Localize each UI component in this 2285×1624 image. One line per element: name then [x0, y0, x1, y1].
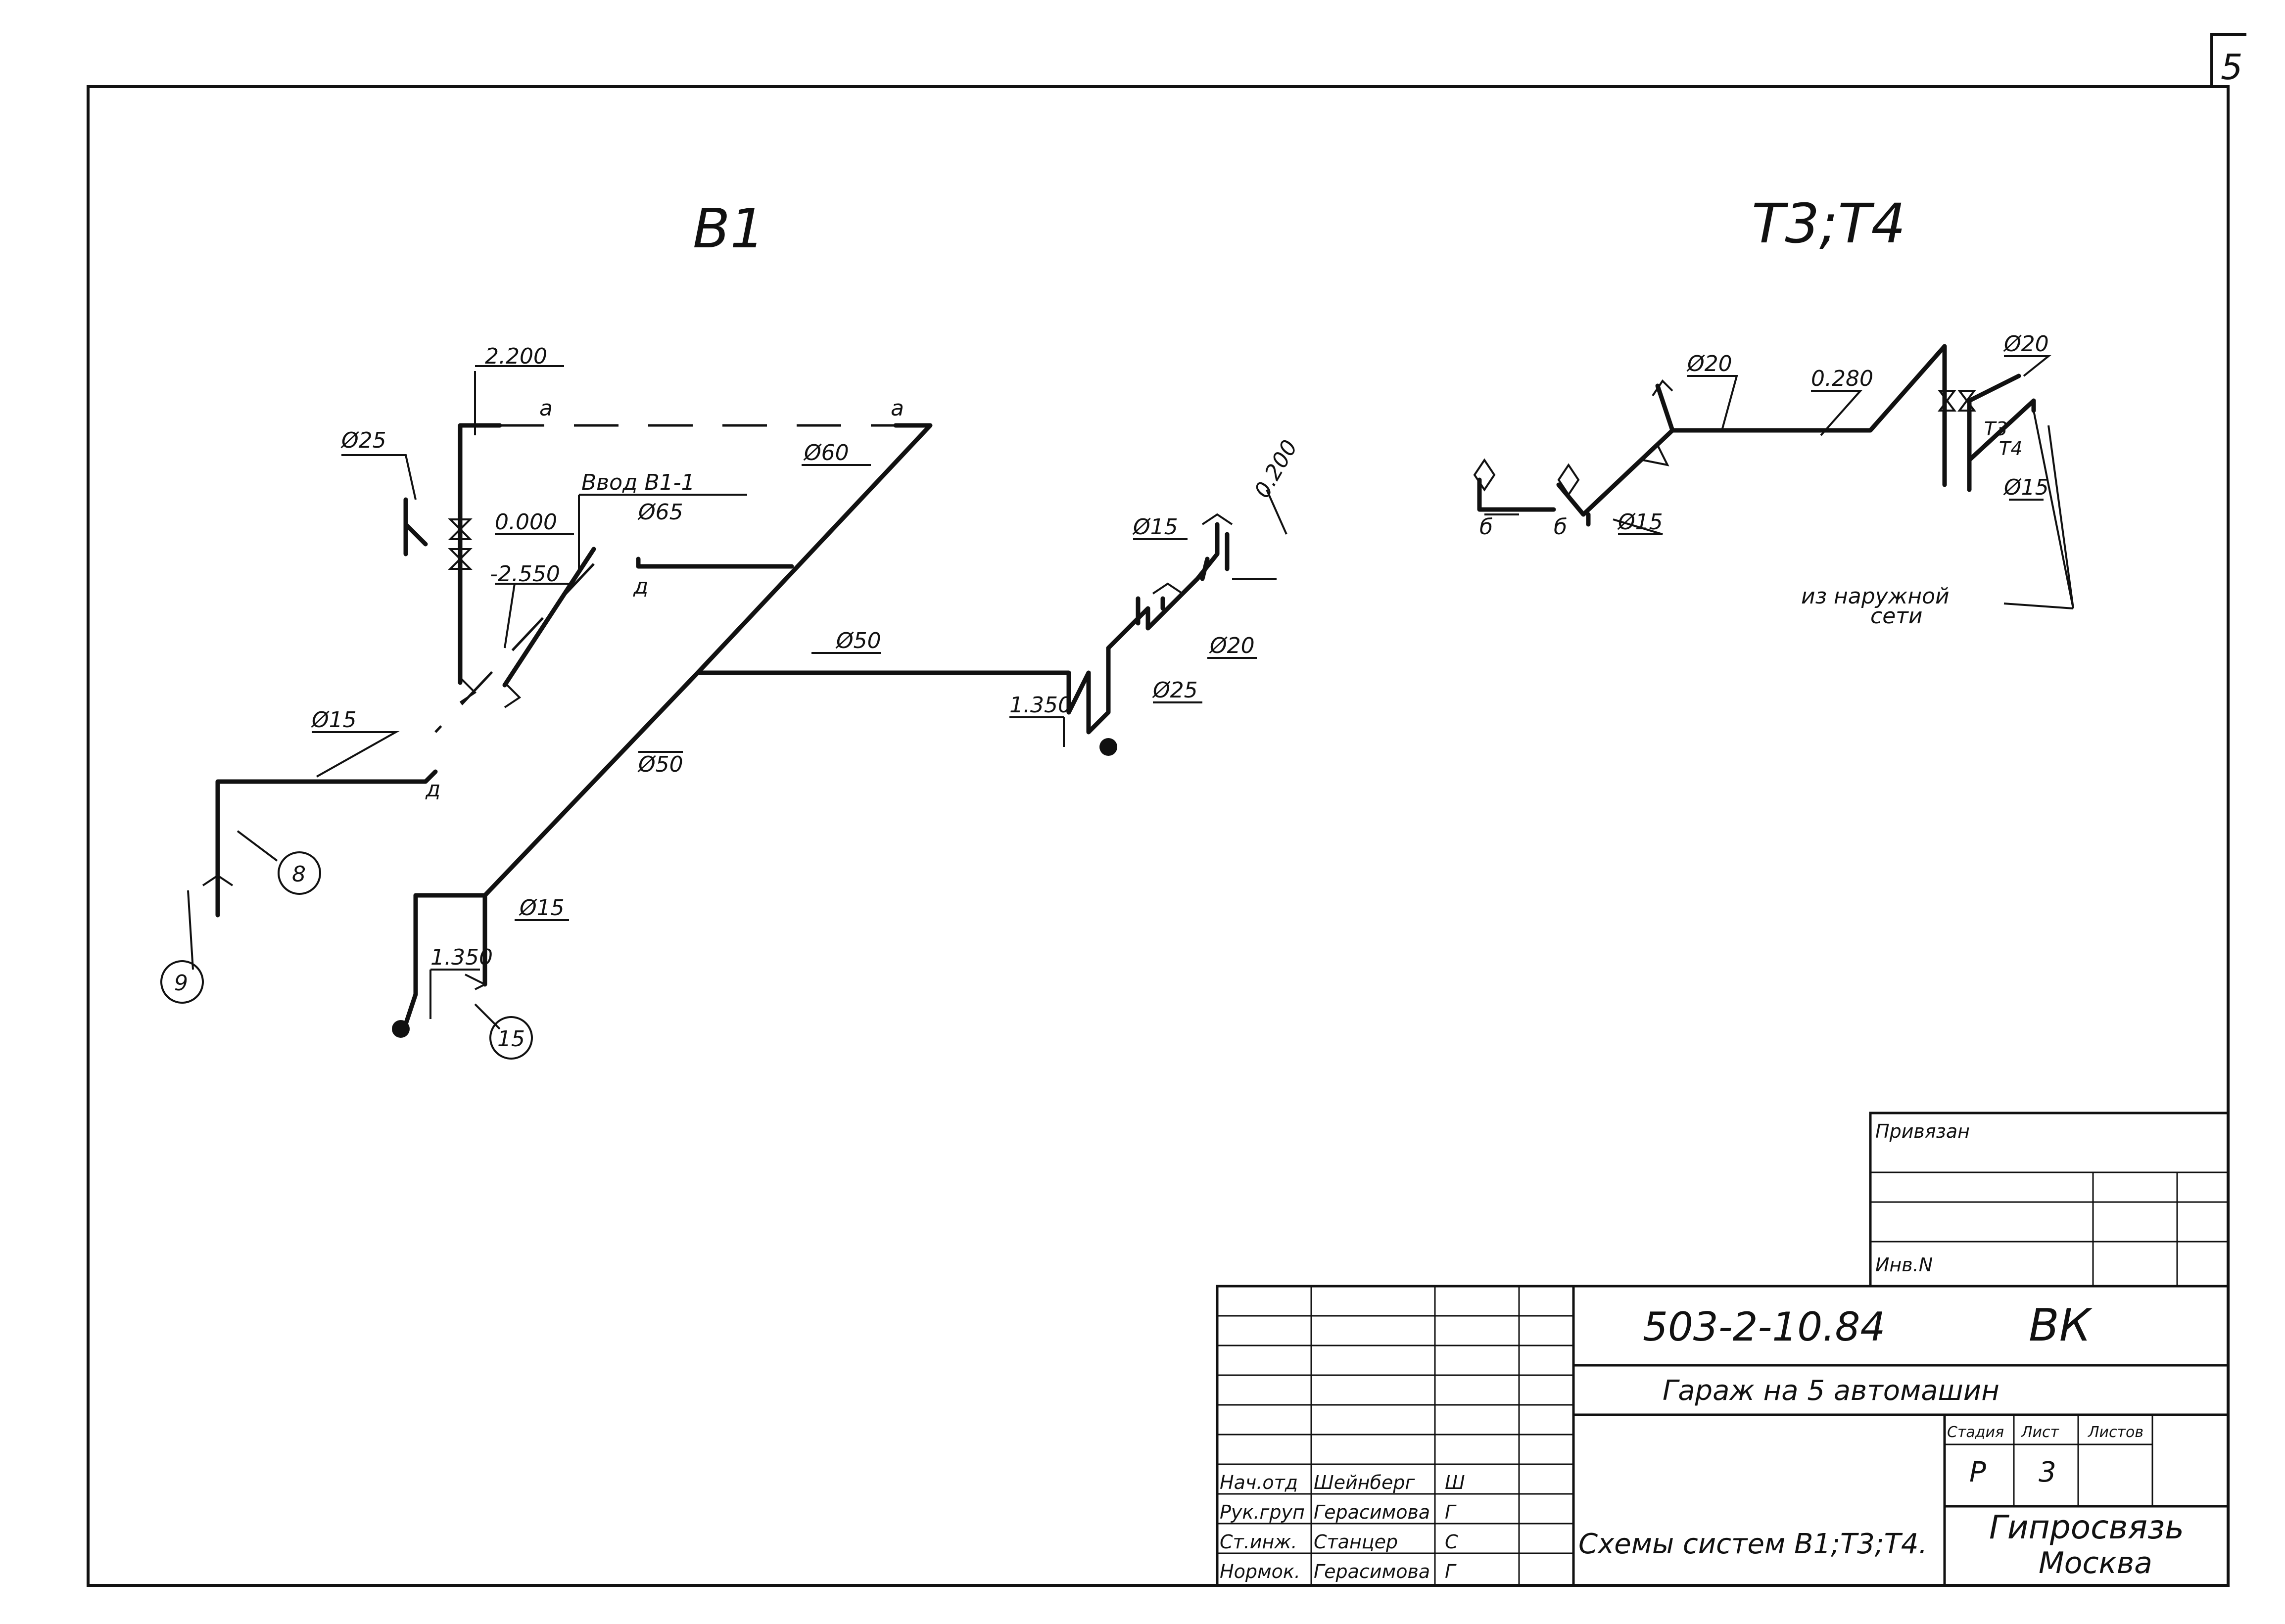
t3t4-d20-b: Ø20: [2003, 331, 2049, 357]
callout-9: 9: [174, 971, 188, 996]
callout-8: 8: [292, 862, 306, 887]
b1-mark-d1: д: [633, 574, 648, 599]
tb-privyazan: Привязан: [1875, 1120, 1970, 1142]
t3t4-leaders: [1484, 355, 2051, 535]
b1-d15-left: Ø15: [311, 707, 357, 733]
tb-sign-1: Ш: [1445, 1472, 1465, 1493]
t3t4-d20-a: Ø20: [1686, 351, 1732, 376]
sheet-number: 5: [2221, 47, 2243, 88]
t3t4-d15-a: Ø15: [1617, 510, 1663, 535]
b1-elev-0200: 0.200: [1249, 436, 1302, 503]
t3t4-d15-b: Ø15: [2003, 475, 2049, 500]
b1-title: В1: [693, 197, 764, 260]
t3t4-mark-b2: б: [1554, 514, 1567, 540]
tb-name-2: Герасимова: [1314, 1501, 1430, 1523]
b1-labels: 2.200 а а Ø25 Ввод В1-1 Ø65 0.000 -2.550…: [311, 344, 1303, 970]
b1-elev-top: 2.200: [485, 344, 547, 369]
t3t4-fittings: [1473, 379, 1976, 497]
tb-sheet-title: Схемы систем В1;Т3;Т4.: [1578, 1528, 1927, 1560]
b1-d15-right: Ø15: [1132, 514, 1178, 540]
tb-sign-4: Г: [1445, 1561, 1457, 1582]
tb-name-1: Шейнберг: [1314, 1472, 1415, 1493]
tb-doc-code: 503-2-10.84: [1643, 1304, 1885, 1350]
t3t4-labels: Ø20 0.280 Ø20 Ø15 Ø15 б б Т3 Т4 из наруж…: [1479, 331, 2049, 629]
t3t4-t3: Т3: [1984, 418, 2007, 440]
tb-inv-no: Инв.N: [1875, 1254, 1933, 1276]
tb-role-2: Рук.груп: [1220, 1501, 1305, 1523]
t3t4-t4: Т4: [1999, 438, 2022, 460]
b1-d50-main: Ø50: [637, 752, 683, 777]
drawing-frame: [87, 85, 2230, 1587]
callout-8-circle: [278, 851, 321, 895]
t3t4-pipes: [1477, 344, 2074, 609]
b1-elev-1350-low: 1.350: [430, 945, 493, 970]
sheet-number-box: [2210, 33, 2246, 87]
tb-col-sheet: Лист: [2021, 1424, 2060, 1441]
b1-d65: Ø65: [637, 500, 683, 525]
t3t4-title: Т3;Т4: [1752, 192, 1905, 255]
b1-fittings: [202, 497, 1233, 1038]
tb-role-4: Нормок.: [1220, 1561, 1300, 1582]
tb-org-1: Гипросвязь: [1989, 1508, 2184, 1546]
b1-mark-a1: а: [539, 396, 553, 421]
t3t4-from-network-2: сети: [1870, 603, 1923, 629]
b1-leaders: [187, 365, 1287, 1030]
callout-15: 15: [497, 1026, 525, 1052]
t3t4-from-network-1: из наружной: [1801, 584, 1950, 609]
t3t4-elev-0280: 0.280: [1811, 366, 1873, 391]
tb-role-3: Ст.инж.: [1220, 1531, 1297, 1553]
b1-d60: Ø60: [803, 440, 849, 465]
tb-role-1: Нач.отд: [1220, 1472, 1298, 1493]
tb-stage-value: Р: [1969, 1456, 1986, 1488]
t3t4-mark-b1: б: [1479, 514, 1493, 540]
tb-col-stage: Стадия: [1947, 1424, 2004, 1441]
b1-pipes: [215, 423, 1230, 1026]
tb-col-sheets: Листов: [2088, 1424, 2143, 1441]
callout-15-circle: [489, 1016, 533, 1060]
tb-sign-3: С: [1445, 1531, 1458, 1553]
b1-d20-right: Ø20: [1209, 633, 1255, 658]
tb-name-3: Станцер: [1314, 1531, 1398, 1553]
b1-callouts: 8 9 15: [160, 851, 533, 1060]
tb-sign-2: Г: [1445, 1501, 1457, 1523]
title-block: Привязан Инв.N 503-2-10.84 ВК Гараж на 5…: [1216, 1112, 2230, 1587]
b1-d50-branch: Ø50: [835, 628, 881, 653]
b1-mark-a2: а: [891, 396, 904, 421]
callout-9-circle: [160, 960, 204, 1004]
b1-elev-zero: 0.000: [495, 510, 557, 535]
b1-mark-d2: д: [425, 777, 440, 802]
tb-name-4: Герасимова: [1314, 1561, 1430, 1582]
b1-elev-1350-right: 1.350: [1009, 693, 1072, 718]
b1-d25-right: Ø25: [1152, 678, 1198, 703]
b1-vvod: Ввод В1-1: [581, 470, 695, 495]
b1-elev-neg: -2.550: [490, 561, 560, 587]
tb-sheet-value: 3: [2039, 1456, 2056, 1488]
b1-d15-low: Ø15: [519, 895, 565, 921]
tb-org-2: Москва: [2039, 1546, 2152, 1580]
tb-section: ВК: [2029, 1299, 2093, 1351]
tb-project-name: Гараж на 5 автомашин: [1663, 1375, 1999, 1407]
b1-d25: Ø25: [340, 428, 386, 453]
